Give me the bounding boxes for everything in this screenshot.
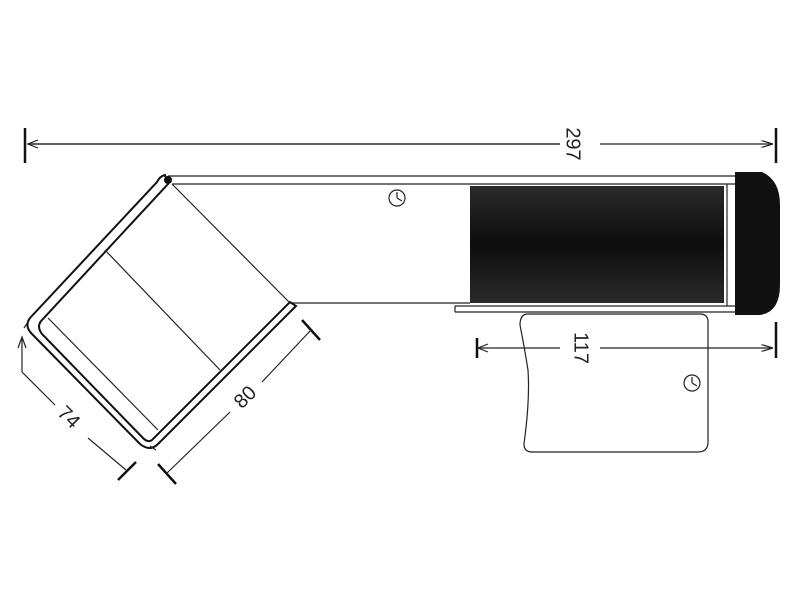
chaise-cushion [470,186,724,303]
dimension-label-297: 297 [562,127,584,160]
sofa-straight-section [168,172,780,315]
recliner-clock-icon [388,189,406,207]
dimension-corner-width: 80 [157,319,321,485]
recliner-clock-icon [683,374,701,392]
dimension-overall-width: 297 [23,127,778,163]
sofa-corner-section [23,173,298,451]
sofa-arm-right [735,172,780,315]
dimension-corner-depth: 74 [17,335,137,481]
ottoman [519,313,709,453]
dimension-label-74: 74 [53,402,84,433]
dimension-label-80: 80 [230,382,261,413]
dimension-label-117: 117 [570,332,592,364]
dimension-ottoman-width: 117 [475,322,778,364]
